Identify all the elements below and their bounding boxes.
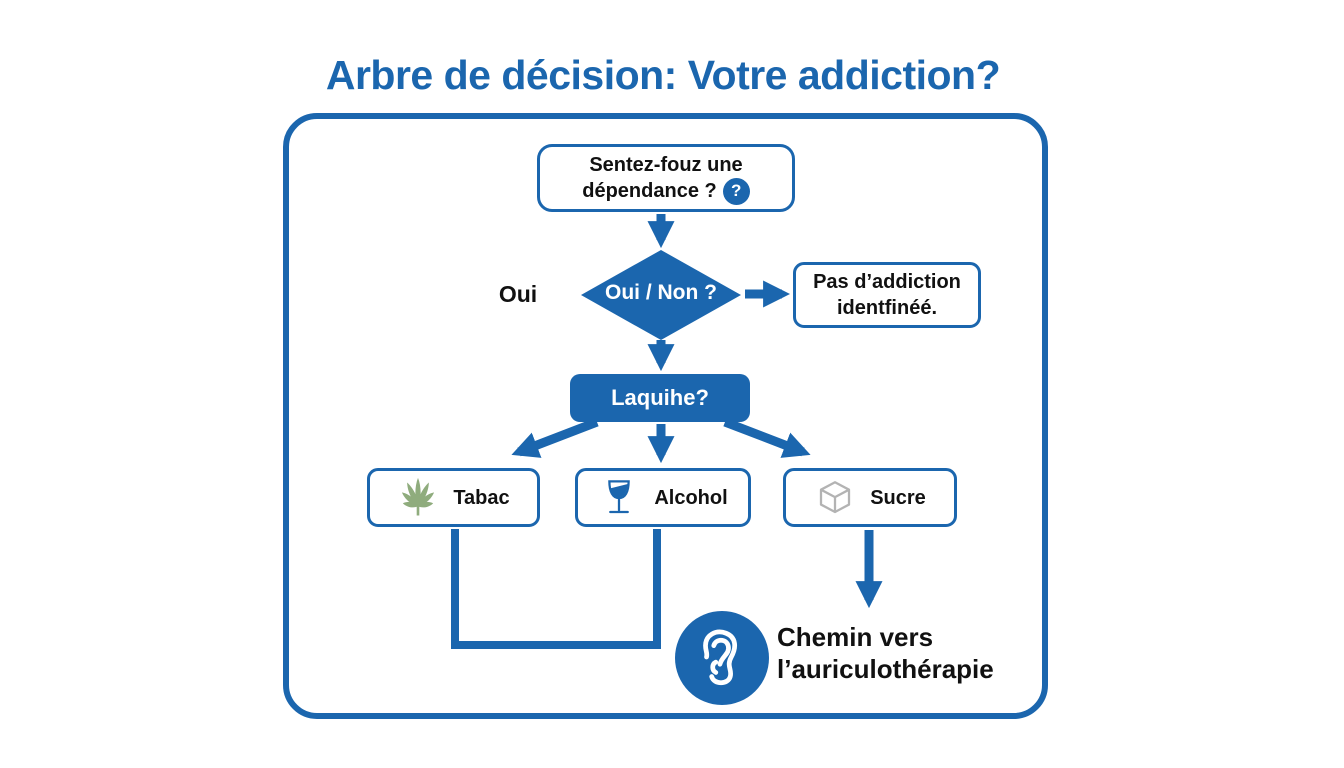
option-node-alcohol: Alcohol (575, 468, 751, 527)
option-label-sucre: Sucre (870, 486, 926, 509)
branch-label-oui: Oui (498, 281, 538, 307)
ear-icon (675, 611, 769, 705)
no-addiction-line2: identfinéé. (836, 297, 937, 319)
cannabis-leaf-icon (397, 477, 439, 519)
option-node-tabac: Tabac (367, 468, 540, 527)
start-node-line1: Sentez-fouz une (589, 153, 743, 176)
no-addiction-line1: Pas d’addiction (813, 271, 961, 293)
outcome-line2: l’auriculothérapie (777, 653, 994, 684)
outcome-text: Chemin vers l’auriculothérapie (777, 622, 1077, 685)
page-title: Arbre de décision: Votre addiction? (325, 52, 1001, 98)
sugar-cube-icon (814, 477, 856, 519)
which-node-label: Laquihe? (611, 385, 709, 410)
no-addiction-node: Pas d’addiction identfinéé. (793, 262, 981, 328)
decision-label: Oui / Non ? (605, 281, 717, 304)
option-label-alcohol: Alcohol (654, 486, 728, 509)
question-mark-icon: ? (722, 177, 750, 205)
start-node: Sentez-fouz une dépendance ? ? (537, 144, 795, 212)
option-node-sucre: Sucre (783, 468, 957, 527)
start-node-line2: dépendance ? (582, 180, 717, 202)
which-node: Laquihe? (570, 374, 750, 422)
option-label-tabac: Tabac (453, 486, 510, 509)
outcome-line1: Chemin vers (777, 622, 934, 652)
diagram-frame (283, 113, 1048, 719)
wine-glass-icon (598, 477, 640, 519)
